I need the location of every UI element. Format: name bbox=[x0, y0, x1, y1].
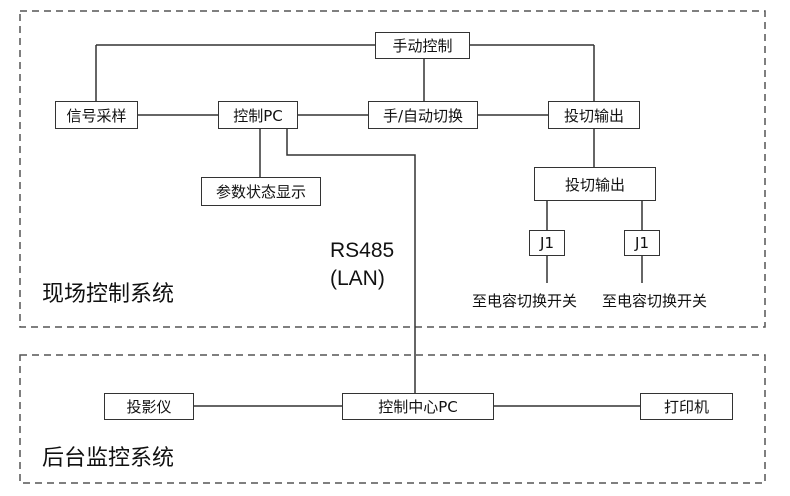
backend-system-title: 后台监控系统 bbox=[42, 446, 175, 471]
manual-control-box: 手动控制 bbox=[375, 32, 470, 59]
control-center-pc-box: 控制中心PC bbox=[342, 393, 494, 420]
auto-switch-box: 手/自动切换 bbox=[368, 101, 478, 129]
backend-system-region bbox=[19, 354, 766, 484]
projector-box: 投影仪 bbox=[104, 393, 194, 420]
switch-output-box-mid: 投切输出 bbox=[534, 167, 656, 201]
edge-rs485-link bbox=[286, 129, 416, 393]
capacitor-switch-caption-left: 至电容切换开关 bbox=[472, 292, 578, 310]
control-pc-box: 控制PC bbox=[218, 101, 298, 129]
switch-output-box-top: 投切输出 bbox=[548, 101, 640, 129]
field-system-region bbox=[19, 10, 766, 328]
lan-label: (LAN) bbox=[330, 267, 385, 290]
printer-box: 打印机 bbox=[640, 393, 733, 420]
field-system-title: 现场控制系统 bbox=[42, 282, 175, 307]
param-display-box: 参数状态显示 bbox=[201, 177, 321, 206]
relay-j1-left-box: J1 bbox=[529, 230, 565, 256]
relay-j1-right-box: J1 bbox=[624, 230, 660, 256]
rs485-label: RS485 bbox=[330, 239, 395, 262]
capacitor-switch-caption-right: 至电容切换开关 bbox=[602, 292, 708, 310]
signal-sampling-box: 信号采样 bbox=[55, 101, 138, 129]
